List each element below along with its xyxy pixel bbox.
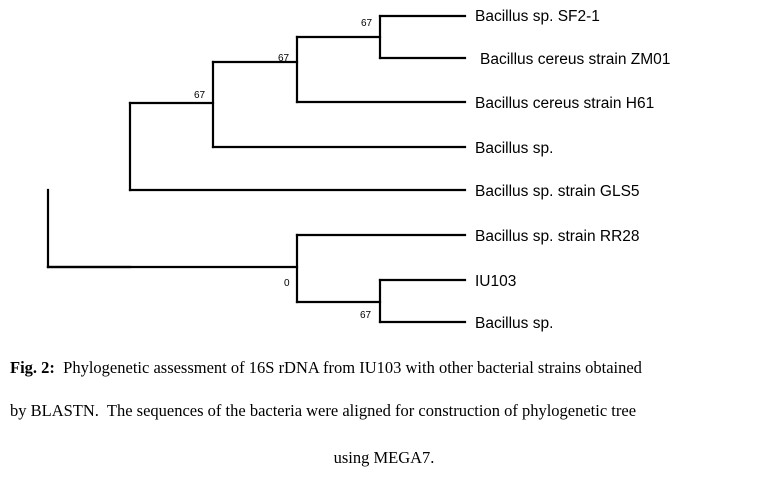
leaf-label: Bacillus sp. strain RR28 xyxy=(475,228,640,245)
bootstrap-value: 0 xyxy=(284,278,290,289)
leaf-label: Bacillus cereus strain H61 xyxy=(475,95,654,112)
leaf-label: Bacillus sp. xyxy=(475,315,553,332)
bootstrap-value: 67 xyxy=(360,310,372,321)
leaf-label: Bacillus sp. strain GLS5 xyxy=(475,183,640,200)
leaf-label: Bacillus sp. SF2-1 xyxy=(475,8,600,25)
leaf-label: Bacillus cereus strain ZM01 xyxy=(480,51,670,68)
caption-line-3: using MEGA7. xyxy=(333,448,435,467)
figure-label: Fig. 2: xyxy=(10,358,55,377)
leaf-label: Bacillus sp. xyxy=(475,140,553,157)
bootstrap-value: 67 xyxy=(194,90,206,101)
bootstrap-value: 67 xyxy=(278,53,290,64)
phylogenetic-tree: Bacillus sp. SF2-1 Bacillus cereus strai… xyxy=(46,8,670,332)
caption-text: Phylogenetic assessment of 16S rDNA from… xyxy=(54,358,642,377)
bootstrap-value: 67 xyxy=(361,18,373,29)
leaf-label: IU103 xyxy=(475,273,516,290)
caption-line-2: by BLASTN. The sequences of the bacteria… xyxy=(10,401,637,420)
caption-line-1: Fig. 2: Phylogenetic assessment of 16S r… xyxy=(10,358,642,378)
